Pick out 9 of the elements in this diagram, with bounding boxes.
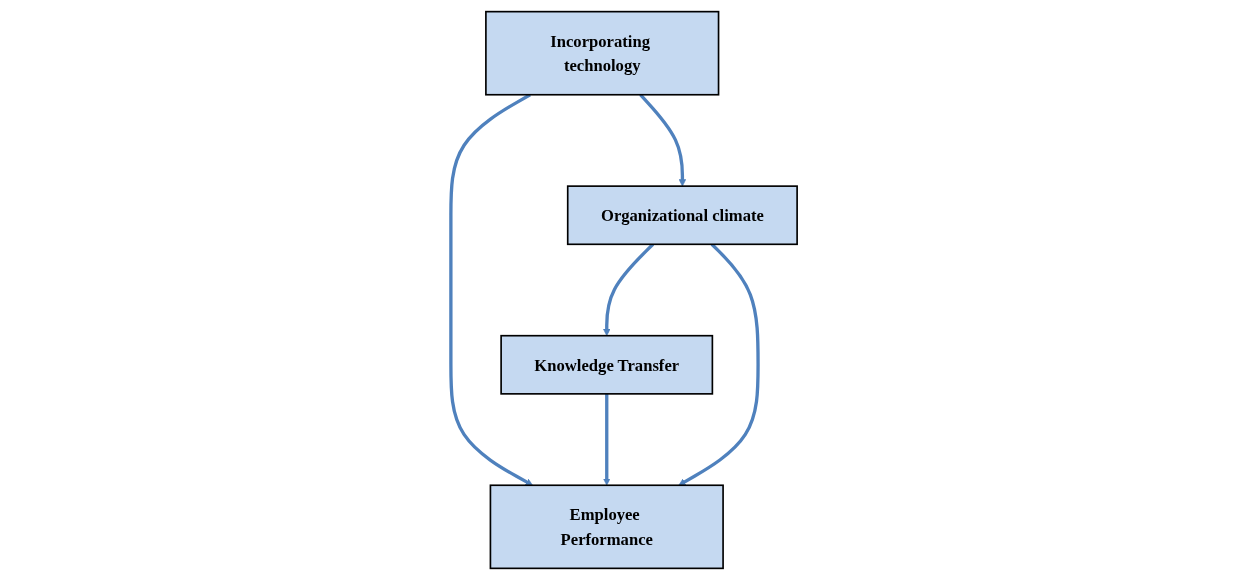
node-box: Organizational climate — [566, 185, 798, 246]
node-box: Incorporating technology — [485, 10, 720, 96]
arrow — [603, 243, 655, 337]
arrow — [603, 393, 611, 486]
node-box: Employee Performance — [489, 484, 724, 570]
arrow — [678, 243, 760, 486]
node-box: Knowledge Transfer — [500, 334, 714, 395]
arrow — [639, 93, 687, 187]
arrow — [449, 93, 533, 486]
